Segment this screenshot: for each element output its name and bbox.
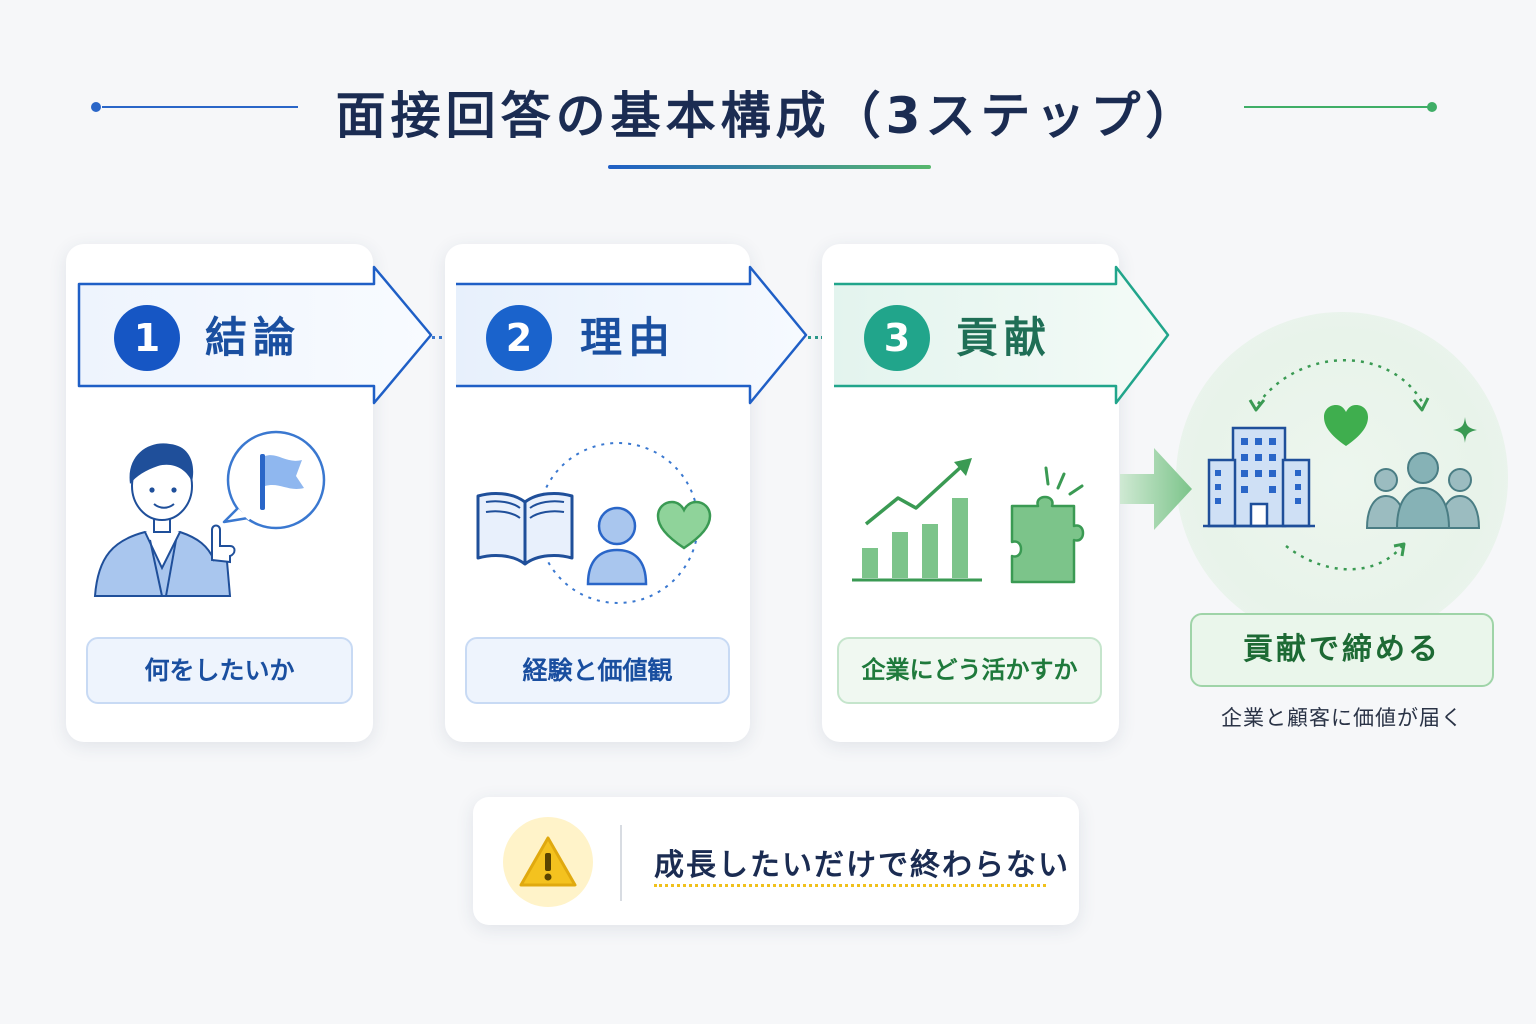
person-icon [586,506,648,586]
step-2-arrow [456,265,808,405]
step-3-label: 貢献 [956,313,1053,362]
step-1-badge: 1 [114,305,180,371]
title-right-dot [1427,102,1437,112]
step-2-badge: 2 [486,305,552,371]
result-caption: 企業と顧客に価値が届く [1221,706,1463,730]
warning-icon [519,836,577,887]
page-title: 面接回答の基本構成（3ステップ） [335,87,1201,145]
result-label: 貢献で締める [1190,613,1494,687]
step-2-label: 理由 [580,313,677,362]
heart-icon [1324,405,1368,446]
step-1-arrow [77,265,433,405]
building-icon [1203,426,1315,528]
flag-icon [260,454,304,510]
people-group-icon [1365,452,1481,529]
warning-underline [654,884,1046,887]
step-3-badge: 3 [864,305,930,371]
puzzle-piece-icon [1010,466,1085,584]
title-left-dot [91,102,101,112]
step-1-label: 結論 [205,313,302,362]
growth-chart-icon [852,458,982,582]
title-underline [608,165,931,169]
warning-separator [620,825,622,901]
warning-text: 成長したいだけで終わらない [654,848,1070,883]
step-3-caption: 企業にどう活かすか [837,637,1102,704]
sparkle-icon [1453,417,1477,443]
book-icon [476,492,574,566]
step-1-caption: 何をしたいか [86,637,353,704]
heart-icon [656,500,712,550]
title-left-rule [102,106,298,108]
step-2-caption: 経験と価値観 [465,637,730,704]
exchange-cycle-illustration [1248,359,1430,571]
result-arrow-icon [1120,448,1192,530]
title-right-rule [1244,106,1428,108]
step-3-arrow [834,265,1170,405]
